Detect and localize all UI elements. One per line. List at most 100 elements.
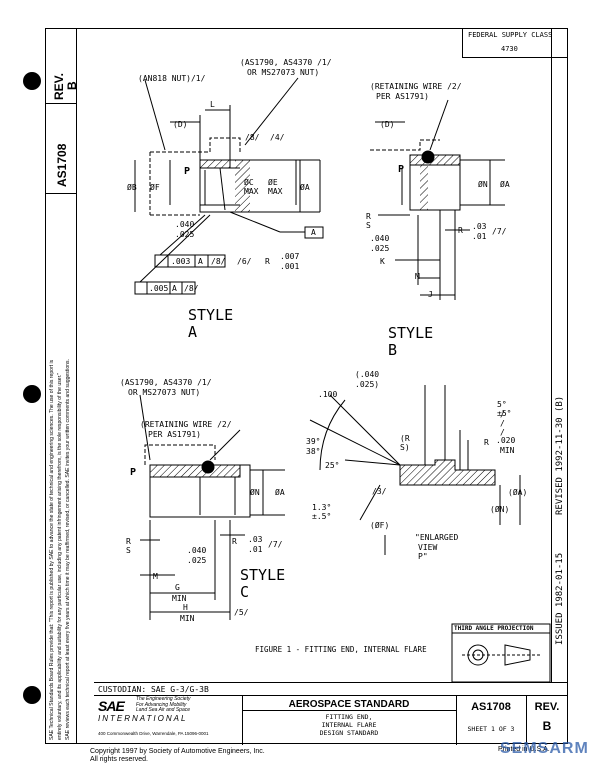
dim-g-min: MIN	[172, 594, 187, 603]
r-020: .020	[496, 436, 516, 445]
dim-a: (ØA)	[508, 488, 528, 497]
projection-label: THIRD ANGLE PROJECTION	[454, 625, 534, 632]
fcf1-ref: A	[198, 257, 203, 266]
r-value-lower: .001	[280, 262, 300, 271]
angle-25: 25°	[325, 461, 340, 470]
title-block: CUSTODIAN: SAE G-3/G-3B SAE The Engineer…	[94, 682, 568, 745]
r-label: R	[265, 257, 270, 266]
drawing-frame	[45, 28, 568, 744]
retaining-wire-line1: (RETAINING WIRE /2/	[140, 420, 232, 429]
note-3: /3/	[372, 487, 387, 496]
tol-025: .025	[187, 556, 207, 565]
r-label: R	[232, 537, 237, 546]
side-column	[45, 28, 77, 744]
copyright-line: Copyright 1997 by Society of Automotive …	[90, 748, 265, 755]
callout-an818-nut: (AN818 NUT)/1/	[138, 74, 206, 83]
sae-logo: SAE	[98, 698, 125, 714]
r-value-upper: .03	[472, 222, 487, 231]
fcf2-ref: A	[172, 284, 177, 293]
federal-supply-class-box: FEDERAL SUPPLY CLASS 4730	[462, 28, 568, 58]
federal-supply-class-value: 4730	[501, 45, 518, 53]
punch-hole-bottom	[23, 686, 41, 704]
r-label: R	[484, 438, 489, 447]
r-value-upper: .03	[248, 535, 263, 544]
r-min: MIN	[500, 446, 515, 455]
dim-a: ØA	[300, 183, 310, 192]
fcf1-value: .003	[171, 257, 191, 266]
callout-nut-line2: OR MS27073 NUT)	[128, 388, 201, 397]
p-label: P	[398, 164, 405, 175]
watermark-logo: SEMSARM	[500, 740, 589, 757]
figure-caption: FIGURE 1 - FITTING END, INTERNAL FLARE	[255, 645, 427, 654]
title-block-divider	[242, 695, 243, 745]
dim-j: J	[428, 290, 433, 299]
dim-e: ØE	[268, 178, 278, 187]
angle-39: 39°	[306, 437, 321, 446]
sub-title-line: DESIGN STANDARD	[319, 729, 379, 737]
sae-tagline-line: The Engineering Society	[136, 696, 191, 702]
third-angle-projection-symbol	[451, 623, 551, 683]
note-6: /6/	[237, 257, 252, 266]
r-value-lower: .01	[248, 545, 263, 554]
dim-n: ØN	[478, 180, 488, 189]
punch-hole-top	[23, 72, 41, 90]
style-c-drawing	[139, 394, 285, 620]
dim-k: K	[380, 257, 385, 266]
sae-tagline-line: Land Sea Air and Space	[136, 707, 191, 713]
retaining-wire-line1: (RETAINING WIRE /2/	[370, 82, 462, 91]
note-4: /4/	[270, 133, 285, 142]
r-label: R	[458, 226, 463, 235]
dim-g: G	[175, 583, 180, 592]
doc-number: AS1708	[471, 701, 511, 713]
rev-label: REV.	[534, 701, 560, 713]
dim-c: ØC	[244, 178, 254, 187]
note-8: /8/	[245, 133, 260, 142]
sae-international: INTERNATIONAL	[98, 714, 188, 723]
dim-a: ØA	[500, 180, 510, 189]
dim-d: (D)	[380, 120, 395, 129]
tol-025: .025	[370, 244, 390, 253]
retaining-wire-line2: PER AS1791)	[148, 430, 201, 439]
fcf2-value: .005	[149, 284, 169, 293]
dim-c-max: MAX	[244, 187, 259, 196]
title-block-divider	[456, 695, 457, 745]
callout-nut-line1: (AS1790, AS4370 /1/	[120, 378, 212, 387]
rs-label: R S	[126, 537, 131, 555]
p-label: P	[184, 166, 191, 177]
dim-e-max: MAX	[268, 187, 283, 196]
datum-a: A	[311, 228, 316, 237]
dim-h: H	[183, 603, 188, 612]
note-7: /7/	[268, 540, 283, 549]
style-b-drawing	[370, 99, 505, 300]
dim-m: M	[153, 572, 158, 581]
style-b-title: STYLE B	[388, 324, 434, 359]
custodian: CUSTODIAN: SAE G-3/G-3B	[98, 685, 209, 694]
tol-025: .025	[175, 230, 195, 239]
dim-d: (D)	[173, 120, 188, 129]
tol-040: (.040	[355, 370, 380, 379]
copyright-notice: Copyright 1997 by Society of Automotive …	[90, 748, 265, 764]
angle-13: 1.3°±.5°	[312, 503, 332, 521]
tol-025: .025)	[355, 380, 380, 389]
enlarged-title-line2: VIEW P"	[418, 543, 438, 561]
punch-hole-middle	[23, 385, 41, 403]
rs-label: R S	[366, 212, 371, 230]
dim-n: ØN	[250, 488, 260, 497]
style-c-title: STYLE C	[240, 566, 286, 601]
value-100: .100	[318, 390, 338, 399]
dim-f: ØF	[150, 183, 160, 192]
tol-040: .040	[370, 234, 390, 243]
r-value-lower: .01	[472, 232, 487, 241]
enlarged-view-drawing	[309, 385, 521, 555]
sae-tagline-line: For Advancing Mobility	[136, 701, 187, 708]
r-value-upper: .007	[280, 252, 300, 261]
fcf2-note: /8/	[184, 284, 199, 293]
title-block-divider	[242, 710, 456, 711]
sub-title-line: INTERNAL FLARE	[321, 721, 377, 729]
rs-label: (R S)	[400, 434, 410, 452]
callout-as1790-line2: OR MS27073 NUT)	[247, 68, 320, 77]
angle-5: 5°±5°	[497, 400, 512, 418]
right-margin-line	[551, 28, 552, 682]
rights-line: All rights reserved.	[90, 756, 148, 763]
